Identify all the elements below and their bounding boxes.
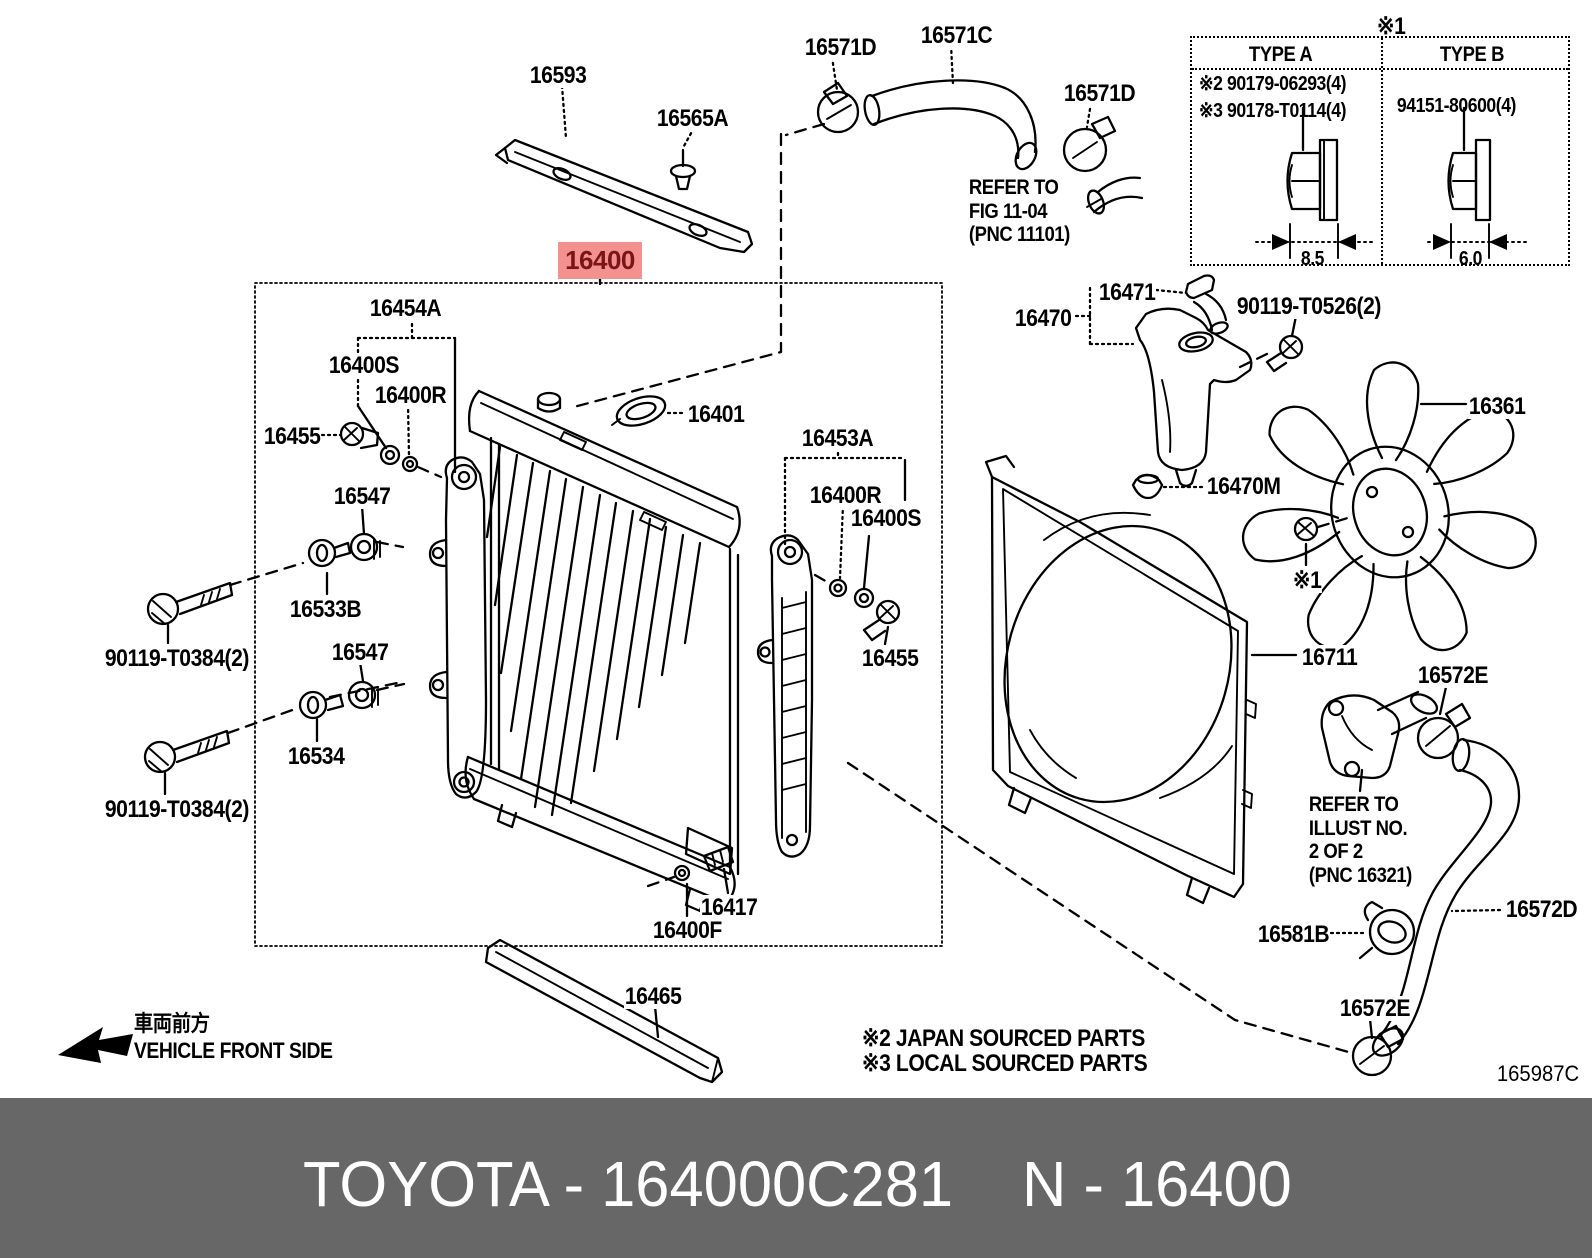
callout-90119-t0526[interactable]: 90119-T0526(2) [1236,293,1382,320]
engine-pipe-11101 [1086,176,1144,215]
note-japan-sourced: ※2 JAPAN SOURCED PARTS [861,1025,1145,1052]
callout-16400r-right[interactable]: 16400R [809,482,883,509]
dotted-leaders [320,43,1502,935]
callout-16571d-2[interactable]: 16571D [1063,80,1137,107]
front-side-jp: 車両前方 [133,1011,210,1036]
table-a-dimension: 8.5 [1300,248,1325,270]
callout-16471[interactable]: 16471 [1098,279,1157,306]
table-a-part-2: ※3 90178-T0114(4) [1198,100,1347,122]
callout-16547-2[interactable]: 16547 [331,639,390,666]
callout-16571c[interactable]: 16571C [920,22,994,49]
table-nut-type-a [1255,106,1375,259]
part-16593-bracket [494,138,754,254]
callout-16572d[interactable]: 16572D [1505,896,1579,923]
part-16401-cap [611,395,667,427]
callout-16711[interactable]: 16711 [1301,644,1359,671]
fan-nut-star1 [1293,516,1319,542]
part-16361-fan [1241,361,1537,652]
callout-16400s-right[interactable]: 16400S [850,505,922,532]
callout-star1-fan[interactable]: ※1 [1292,567,1323,594]
part-16571c-hose [863,79,1038,171]
callout-16453a[interactable]: 16453A [801,425,875,452]
part-16571d-clamp-1 [816,81,860,134]
part-highlight-16400[interactable]: 16400 [558,242,642,279]
footer-catalog-number: TOYOTA - 164000C281 [303,1148,954,1220]
part-16417-drain-plug [684,826,735,876]
construction-lines [226,122,1354,1055]
part-16465-seal [484,938,724,1084]
callout-16593[interactable]: 16593 [529,62,588,89]
callout-16572e-bottom[interactable]: 16572E [1339,995,1411,1022]
part-90119-t0526-bolt [1265,334,1304,373]
callout-16470m[interactable]: 16470M [1206,473,1282,500]
callout-90119-t0384-2[interactable]: 90119-T0384(2) [104,796,250,823]
callout-90119-t0384-1[interactable]: 90119-T0384(2) [104,645,250,672]
callout-16572e-top[interactable]: 16572E [1417,662,1489,689]
callout-16400s-left[interactable]: 16400S [328,352,400,379]
callout-16534[interactable]: 16534 [287,743,346,770]
part-16572e-clamp-top [1416,702,1472,760]
part-16581b-clamp [1358,900,1416,960]
footer-part-number: N - 16400 [1022,1148,1292,1220]
core-hatching [485,445,702,817]
callout-16571d-1[interactable]: 16571D [804,34,878,61]
table-marker-star1: ※1 [1376,13,1406,40]
table-column-divider [1381,38,1383,264]
callout-16455-right[interactable]: 16455 [861,645,920,672]
part-16571d-clamp-2 [1062,115,1117,173]
refer-illust-note: REFER TO ILLUST NO. 2 OF 2 (PNC 16321) [1308,793,1413,888]
part-16453a-bracket [756,534,814,858]
table-col-type-b: TYPE B [1439,43,1505,66]
part-16470m-grommet [1131,473,1164,500]
callout-16470[interactable]: 16470 [1014,305,1073,332]
part-16400f-grommet [673,864,691,882]
part-16711-shroud [984,454,1257,905]
callout-16417[interactable]: 16417 [700,894,759,921]
part-16470-reserve-tank [1134,307,1253,488]
solid-leaders [163,270,1468,1040]
callout-16400r-left[interactable]: 16400R [374,382,448,409]
front-side-en: VEHICLE FRONT SIDE [133,1038,333,1063]
callout-16565a[interactable]: 16565A [656,105,730,132]
callout-16361[interactable]: 16361 [1468,393,1527,420]
fan-blades [1241,361,1537,652]
part-16565a-clip [669,148,697,191]
callout-16547-1[interactable]: 16547 [333,483,392,510]
diagram-line-art [58,43,1537,1084]
table-b-part-1: 94151-80600(4) [1396,95,1517,117]
left-fasteners [143,421,419,774]
callout-16401[interactable]: 16401 [687,401,746,428]
callout-16533b[interactable]: 16533B [289,596,363,623]
part-16572e-clamp-bottom [1351,1024,1405,1077]
nut-type-table [1190,36,1570,266]
part-16471-cap-hose [1184,274,1229,335]
callout-16400f[interactable]: 16400F [652,917,723,944]
footer-banner: TOYOTA - 164000C281 N - 16400 [0,1098,1592,1258]
refer-fig-note: REFER TO FIG 11-04 (PNC 11101) [968,176,1071,247]
table-a-part-1: ※2 90179-06293(4) [1198,73,1347,95]
figure-code: 165987C [1496,1061,1580,1086]
table-b-dimension: 6.0 [1458,248,1483,270]
callout-16581b[interactable]: 16581B [1257,921,1331,948]
table-nut-type-b [1427,106,1527,259]
callout-16465[interactable]: 16465 [624,983,683,1010]
callout-16454a[interactable]: 16454A [369,295,443,322]
table-header-row [1192,38,1568,70]
note-local-sourced: ※3 LOCAL SOURCED PARTS [861,1050,1148,1077]
front-direction-arrow [58,1027,133,1063]
table-col-type-a: TYPE A [1248,43,1313,66]
callout-16455-left[interactable]: 16455 [263,423,322,450]
part-16454a-bracket [428,456,488,799]
water-outlet-16321 [1320,690,1439,780]
